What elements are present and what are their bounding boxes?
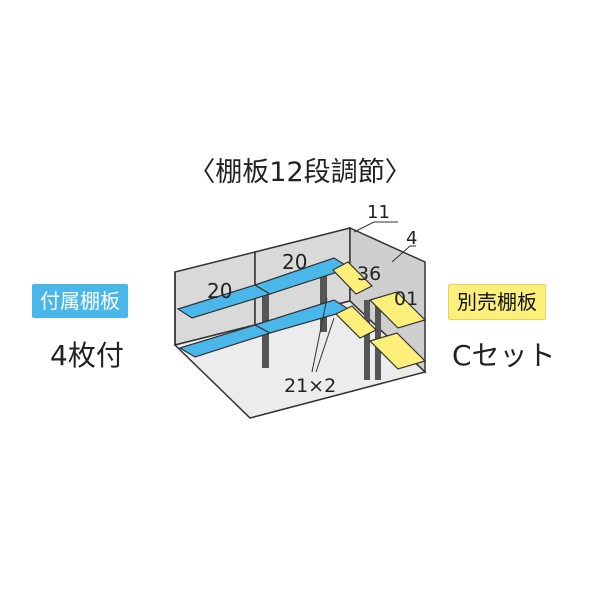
shelf-post: [320, 272, 327, 332]
label-4: 4: [406, 228, 417, 249]
diagram-title: 〈棚板12段調節〉: [188, 157, 412, 188]
optional-shelves-set: Cセット: [452, 339, 556, 372]
label-01: 01: [394, 288, 418, 310]
yellow-shelf-upper-b: [368, 291, 427, 329]
label-20-left: 20: [207, 279, 232, 303]
included-shelves-badge: 付属棚板: [32, 284, 128, 318]
label-11: 11: [367, 202, 390, 223]
shelf-post: [364, 300, 370, 380]
label-36: 36: [357, 263, 381, 285]
yellow-shelf-lower-b: [368, 332, 427, 370]
optional-shelves-badge: 別売棚板: [448, 284, 546, 320]
label-21x2: 21×2: [284, 375, 336, 397]
yellow-shelf-upper-a: [332, 261, 374, 295]
label-20-center: 20: [282, 250, 307, 274]
yellow-shelf-lower-a: [334, 305, 378, 339]
included-shelves-count: 4枚付: [50, 339, 124, 372]
